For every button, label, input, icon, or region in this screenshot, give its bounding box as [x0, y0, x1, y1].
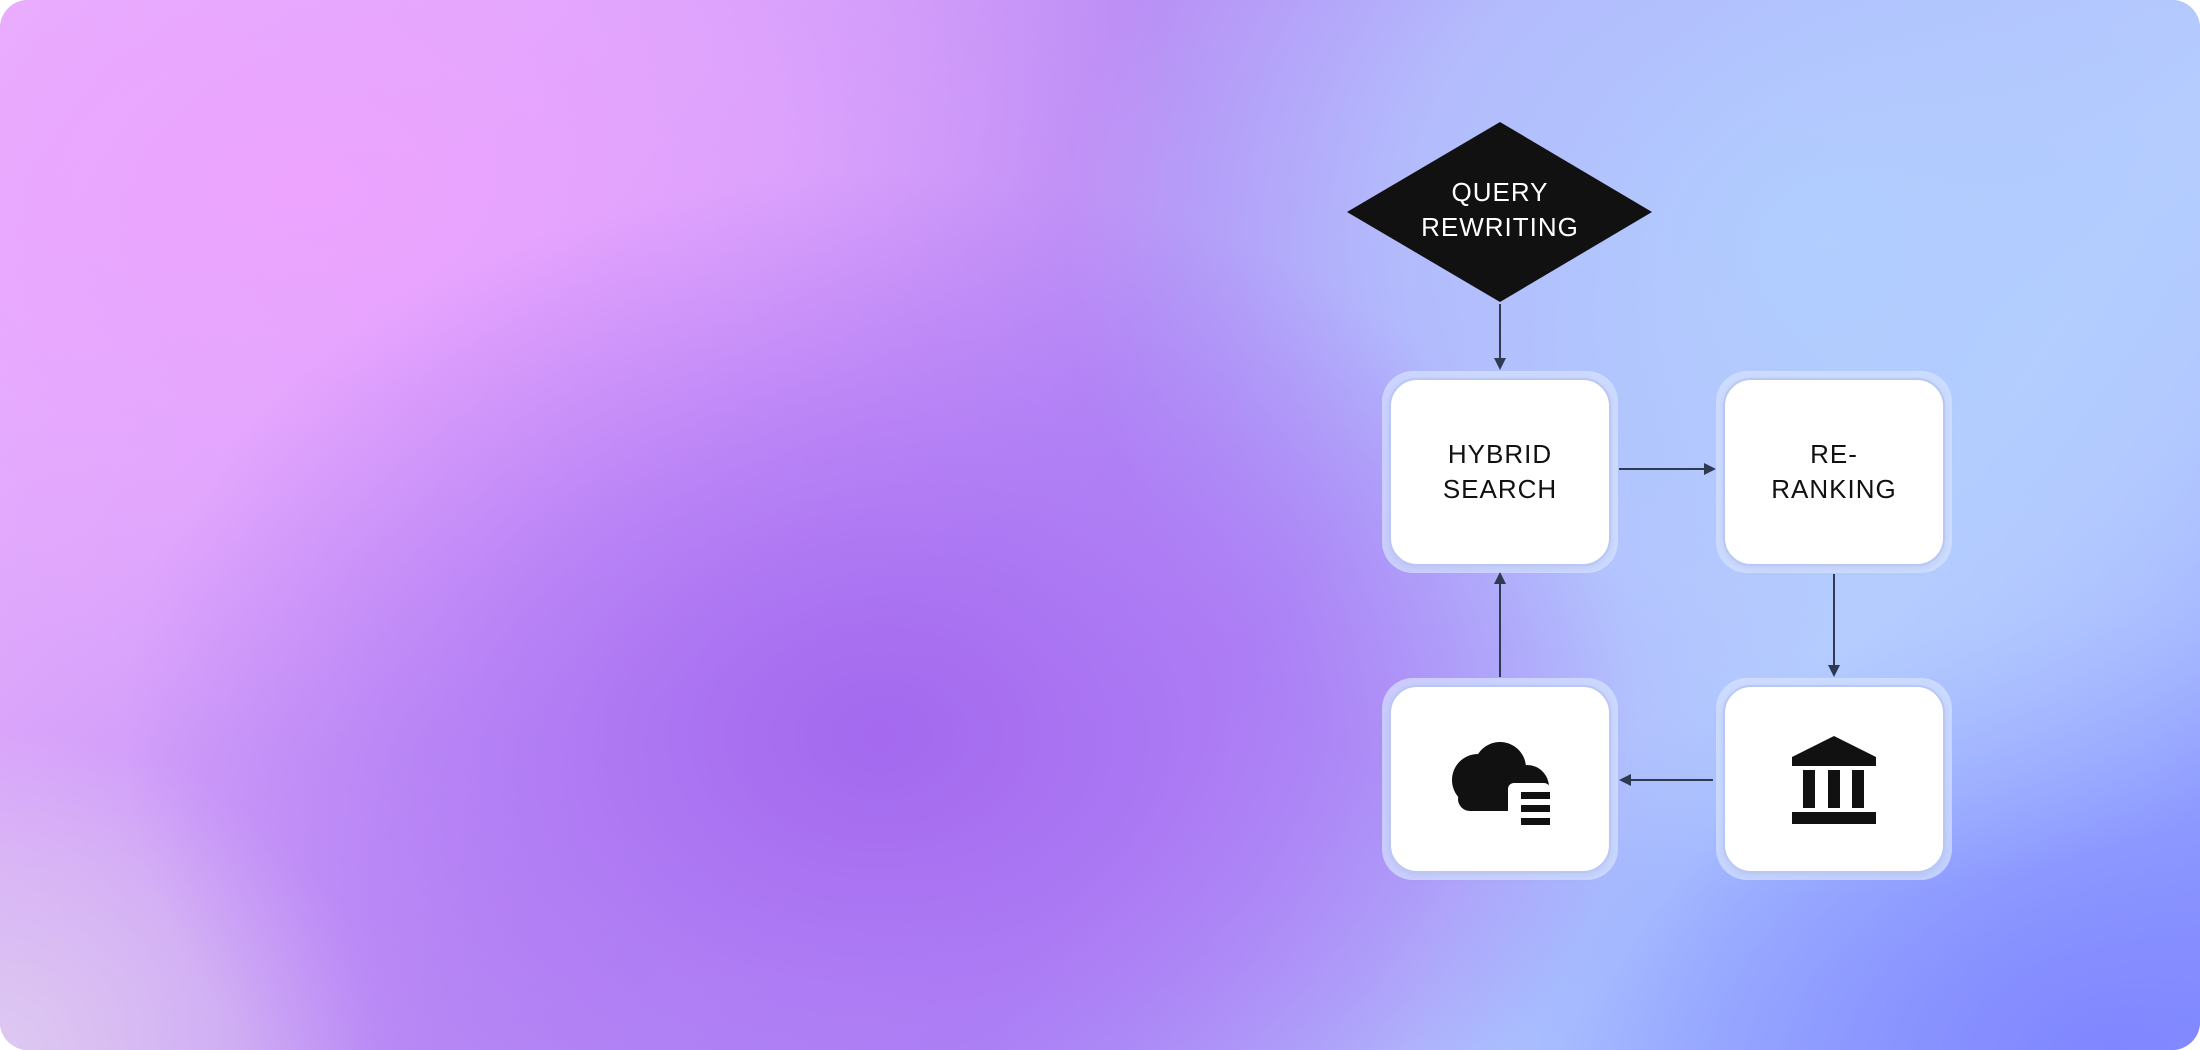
hybrid-search-label-line-2: SEARCH [1443, 474, 1557, 504]
re-ranking-node: RE- RANKING [1716, 371, 1952, 573]
institution-node [1716, 678, 1952, 880]
hybrid-search-box [1389, 378, 1611, 566]
cloud-storage-node [1382, 678, 1618, 880]
query-rewriting-label-line-1: QUERY [1452, 177, 1549, 207]
cloud-storage-icon [1452, 742, 1550, 835]
re-ranking-label-line-1: RE- [1810, 439, 1858, 469]
query-rewriting-label-line-2: REWRITING [1421, 212, 1579, 242]
re-ranking-box [1723, 378, 1945, 566]
re-ranking-label-line-2: RANKING [1771, 474, 1896, 504]
diagram-arrows [1494, 304, 1840, 786]
hybrid-search-label-line-1: HYBRID [1448, 439, 1552, 469]
query-rewriting-diamond [1347, 122, 1652, 302]
hybrid-search-node: HYBRID SEARCH [1382, 371, 1618, 573]
bank-icon [1792, 736, 1876, 824]
query-rewriting-node: QUERY REWRITING [1347, 122, 1652, 302]
